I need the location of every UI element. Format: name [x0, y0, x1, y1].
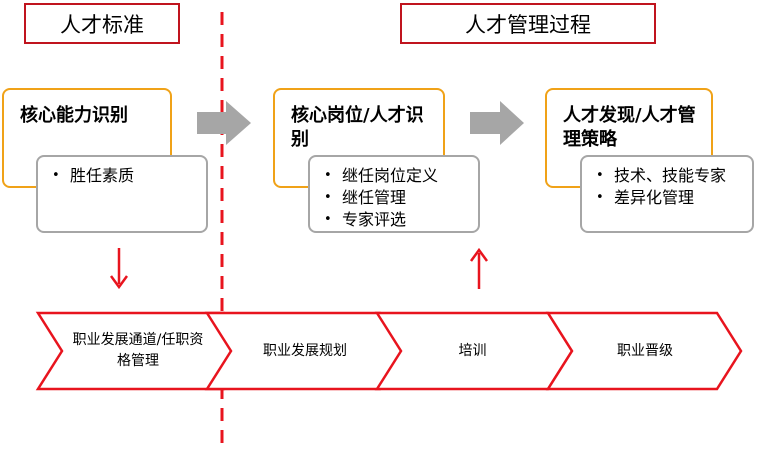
core-position-title: 核心岗位/人才识别	[291, 105, 424, 150]
header-talent-standard-label: 人才标准	[60, 12, 144, 37]
header-talent-standard: 人才标准	[24, 3, 180, 44]
stage-arrow-1	[197, 101, 251, 145]
process-step-label-4: 职业晋级	[617, 342, 673, 359]
detail-item: 专家评选	[320, 209, 470, 231]
detail-item: 技术、技能专家	[592, 165, 744, 187]
down-arrow	[109, 248, 129, 290]
header-talent-management-process-label: 人才管理过程	[465, 12, 591, 37]
talent-strategy-box: 人才发现/人才管理策略	[545, 88, 713, 188]
stage-arrow-2	[470, 101, 524, 145]
detail-item: 差异化管理	[592, 187, 744, 209]
process-step-label-2: 职业发展规划	[263, 342, 347, 359]
core-competency-title: 核心能力识别	[20, 105, 128, 126]
process-step-label-1: 职业发展通道/任职资格管理	[72, 332, 204, 369]
talent-strategy-details: 技术、技能专家 差异化管理	[580, 155, 754, 233]
talent-strategy-title: 人才发现/人才管理策略	[563, 105, 696, 150]
process-chevron-4	[545, 311, 743, 391]
detail-item: 继任岗位定义	[320, 165, 470, 187]
header-talent-management-process: 人才管理过程	[400, 3, 656, 44]
detail-item: 胜任素质	[48, 165, 198, 187]
core-position-details: 继任岗位定义 继任管理 专家评选	[308, 155, 480, 233]
detail-item: 继任管理	[320, 187, 470, 209]
process-step-label-3: 培训	[458, 342, 487, 359]
up-arrow	[469, 247, 489, 289]
core-competency-details: 胜任素质	[36, 155, 208, 233]
